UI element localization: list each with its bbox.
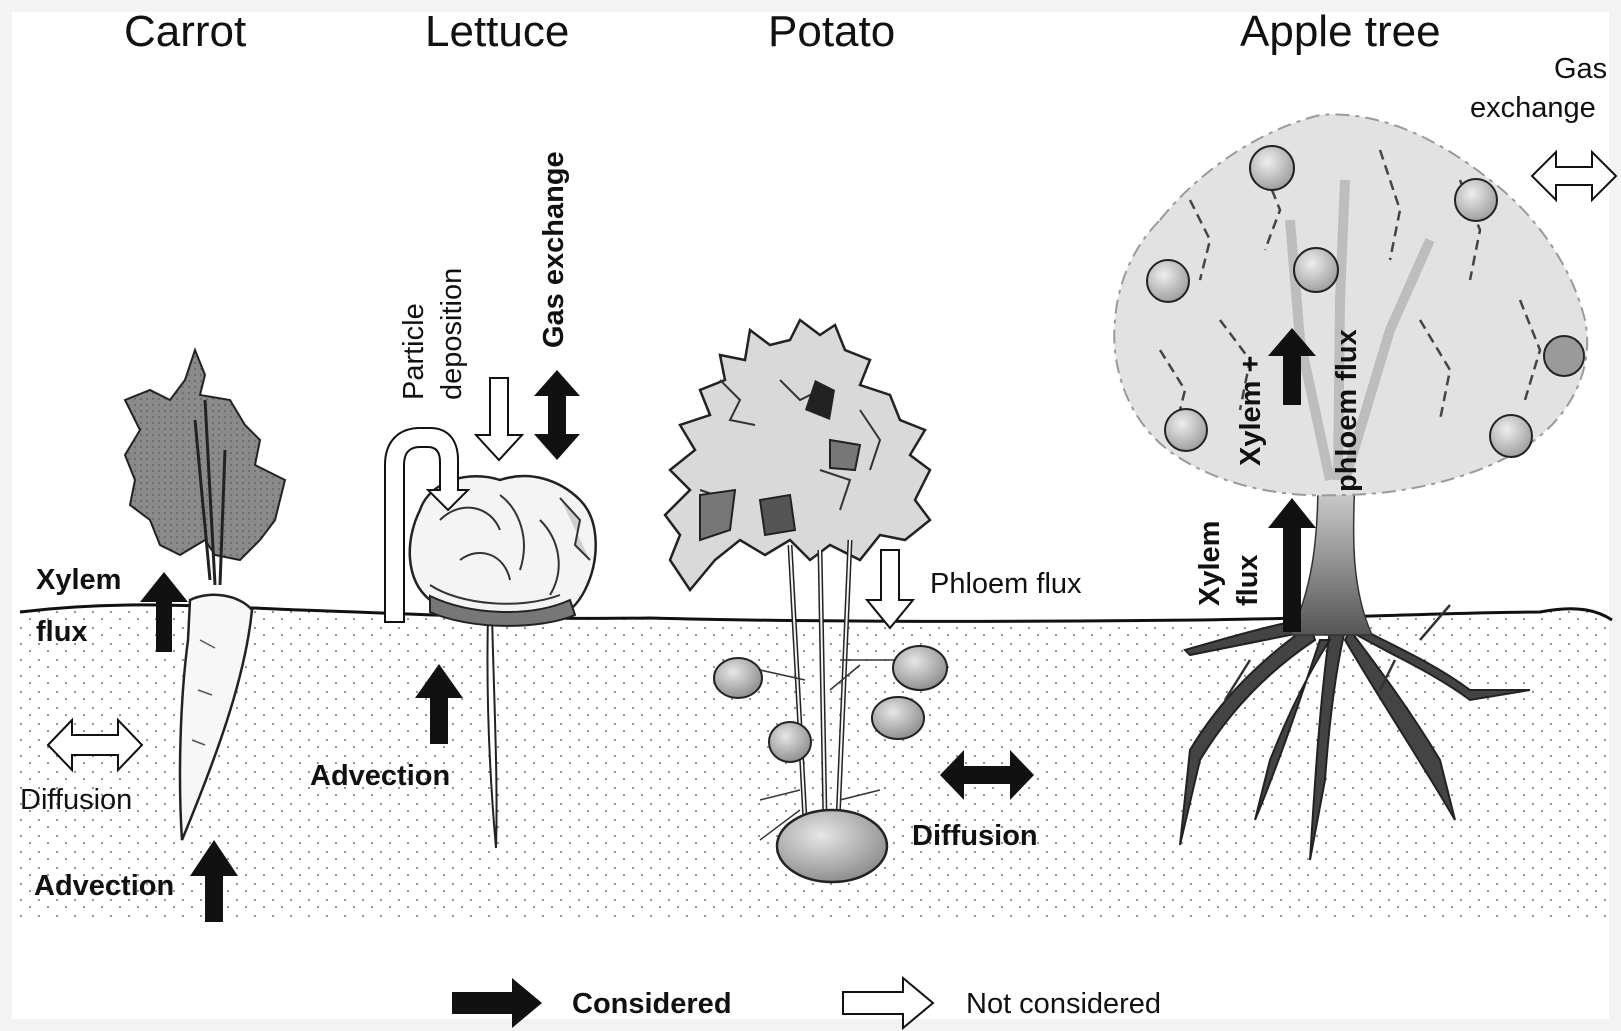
apple-xylem-phloem-label-line2: phloem flux	[1333, 329, 1362, 492]
title-carrot: Carrot	[124, 10, 246, 54]
lettuce-particle-label-line1: Particle	[400, 303, 429, 400]
lettuce-particle-label-line2: deposition	[438, 268, 467, 400]
title-lettuce: Lettuce	[425, 10, 569, 54]
carrot-advection-label: Advection	[34, 872, 174, 901]
legend-considered-label: Considered	[572, 990, 732, 1019]
apple	[1544, 336, 1584, 376]
apple-xylem-flux-label-line1: Xylem	[1196, 521, 1225, 606]
apple-xylem-flux-label-line2: flux	[1234, 554, 1263, 606]
apple-gas-exchange-label-line1: Gas	[1554, 55, 1607, 84]
apple	[1165, 409, 1207, 451]
apple	[1490, 415, 1532, 457]
apple	[1250, 146, 1294, 190]
potato-tuber	[872, 697, 924, 739]
lettuce-gas-exchange-label: Gas exchange	[540, 151, 569, 348]
carrot-xylem-flux-label-line2: flux	[36, 618, 88, 647]
title-potato: Potato	[768, 10, 895, 54]
apple	[1455, 179, 1497, 221]
potato-tuber	[893, 646, 947, 690]
potato-phloem-flux-label: Phloem flux	[930, 570, 1082, 599]
carrot-xylem-flux-label-line1: Xylem	[36, 566, 121, 595]
title-apple-tree: Apple tree	[1240, 10, 1441, 54]
apple-xylem-phloem-label-line1: Xylem +	[1237, 356, 1266, 466]
seed-potato	[777, 810, 887, 882]
potato-tuber	[769, 722, 811, 762]
carrot-diffusion-label: Diffusion	[20, 786, 132, 815]
lettuce-advection-label: Advection	[310, 762, 450, 791]
apple	[1294, 248, 1338, 292]
apple	[1147, 260, 1189, 302]
potato-tuber	[714, 658, 762, 698]
potato-diffusion-label: Diffusion	[912, 822, 1038, 851]
apple-gas-exchange-label-line2: exchange	[1470, 94, 1596, 123]
legend-not-considered-label: Not considered	[966, 990, 1161, 1019]
